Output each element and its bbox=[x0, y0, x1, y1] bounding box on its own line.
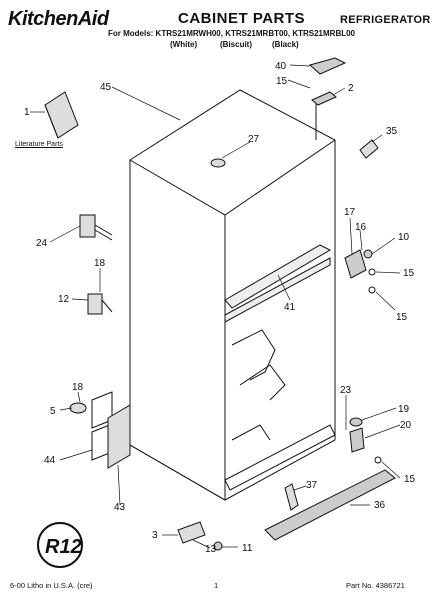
callout-18a: 18 bbox=[94, 258, 106, 269]
color-black: (Black) bbox=[272, 40, 299, 49]
bracket-24 bbox=[79, 214, 113, 241]
callout-18b: 18 bbox=[72, 382, 84, 393]
callout-labels: 1 45 40 15 2 35 27 24 17 16 10 15 18 12 … bbox=[24, 61, 416, 558]
color-biscuit: (Biscuit) bbox=[220, 40, 252, 49]
r12-stamp bbox=[37, 522, 83, 568]
footer-print-info: 6-00 Litho in U.S.A. (cre) bbox=[10, 581, 93, 590]
leader-lines bbox=[30, 64, 401, 549]
callout-15d: 15 bbox=[404, 474, 416, 485]
inner-liner bbox=[231, 329, 286, 441]
leveler bbox=[177, 521, 223, 551]
callout-2: 2 bbox=[348, 83, 354, 94]
insulation-pad bbox=[107, 404, 131, 469]
bottom-hinge bbox=[349, 417, 382, 464]
callout-3: 3 bbox=[152, 530, 158, 541]
callout-27: 27 bbox=[248, 134, 260, 145]
callout-40: 40 bbox=[275, 61, 287, 72]
callout-15b: 15 bbox=[403, 268, 415, 279]
literature-booklet bbox=[44, 91, 79, 139]
callout-17: 17 bbox=[344, 207, 356, 218]
top-hinge bbox=[308, 57, 347, 140]
callout-37: 37 bbox=[306, 480, 318, 491]
callout-10: 10 bbox=[398, 232, 410, 243]
callout-19: 19 bbox=[398, 404, 410, 415]
callout-12: 12 bbox=[58, 294, 70, 305]
r12-stamp-text: R12 bbox=[45, 536, 82, 558]
bottom-front bbox=[224, 424, 336, 491]
callout-15c: 15 bbox=[396, 312, 408, 323]
page-title: CABINET PARTS bbox=[178, 10, 306, 27]
callout-5: 5 bbox=[50, 406, 56, 417]
bracket-12 bbox=[87, 293, 113, 315]
divider-bar bbox=[224, 244, 332, 323]
callout-13: 13 bbox=[205, 544, 217, 555]
cabinet-shell bbox=[129, 89, 336, 501]
callout-45: 45 bbox=[100, 82, 112, 93]
callout-23: 23 bbox=[340, 385, 352, 396]
footer-part-number: Part No. 4386721 bbox=[346, 581, 405, 590]
callout-16: 16 bbox=[355, 222, 367, 233]
callout-43: 43 bbox=[114, 502, 126, 513]
callout-36: 36 bbox=[374, 500, 386, 511]
clip-part bbox=[284, 483, 299, 511]
callout-44: 44 bbox=[44, 455, 56, 466]
middle-hinge bbox=[344, 249, 376, 294]
category-label: REFRIGERATOR bbox=[340, 14, 431, 26]
callout-1: 1 bbox=[24, 107, 30, 118]
callout-15a: 15 bbox=[276, 76, 288, 87]
literature-parts-label: Literature Parts bbox=[15, 141, 63, 148]
tab-part bbox=[359, 139, 379, 159]
lower-brackets bbox=[69, 391, 113, 461]
plug-part bbox=[210, 158, 226, 168]
brand-logo: KitchenAid bbox=[8, 8, 109, 30]
footer-page-number: 1 bbox=[214, 581, 219, 590]
models-line: For Models: KTRS21MRWH00, KTRS21MRBT00, … bbox=[108, 29, 356, 38]
callout-35: 35 bbox=[386, 126, 398, 137]
callout-20: 20 bbox=[400, 420, 412, 431]
callout-11: 11 bbox=[242, 543, 253, 554]
callout-41: 41 bbox=[284, 302, 296, 313]
toe-grille bbox=[264, 469, 396, 541]
callout-24: 24 bbox=[36, 238, 48, 249]
color-white: (White) bbox=[170, 40, 198, 49]
